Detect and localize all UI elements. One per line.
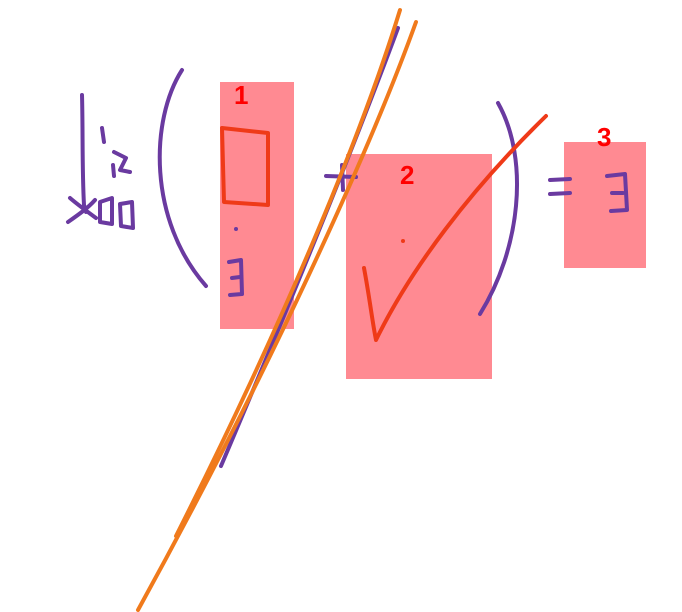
region-label-1: 1 [234,80,249,110]
orange-strokes [136,8,418,612]
region-label-2: 2 [400,160,415,190]
highlight-region-3 [564,142,646,268]
red-handwriting [220,114,548,342]
region-label-3: 3 [597,122,612,152]
purple-handwriting [66,26,629,468]
